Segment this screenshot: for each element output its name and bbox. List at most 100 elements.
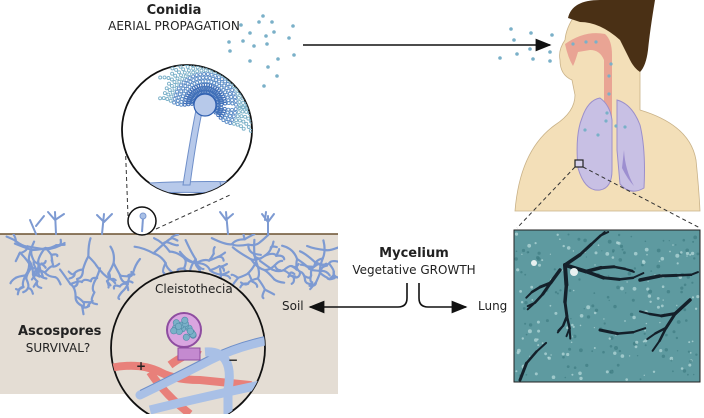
arrow-to-lung <box>419 283 466 307</box>
tissue-texture <box>690 352 692 354</box>
airborne-spore <box>241 39 245 43</box>
tissue-texture <box>675 254 679 258</box>
conidium <box>252 108 255 111</box>
tissue-texture <box>571 374 573 376</box>
conidium <box>233 74 236 77</box>
tissue-texture <box>524 274 526 276</box>
tissue-texture <box>587 315 590 318</box>
tissue-texture <box>665 334 668 337</box>
conidium <box>237 78 240 81</box>
tissue-texture <box>542 342 544 344</box>
tissue-texture <box>567 246 571 250</box>
conidium <box>252 83 255 86</box>
tissue-texture <box>541 259 543 261</box>
mating-type-plus: + <box>136 359 146 373</box>
mating-type-minus: − <box>228 353 238 367</box>
tissue-texture <box>568 234 570 236</box>
tissue-texture <box>634 252 638 256</box>
tissue-texture <box>632 316 635 319</box>
conidium <box>256 102 259 105</box>
tissue-texture <box>692 296 694 298</box>
airborne-spore <box>275 74 279 78</box>
tissue-texture <box>594 327 595 328</box>
tissue-texture <box>586 305 590 309</box>
conidium <box>210 66 213 69</box>
conidia-subtitle: AERIAL PROPAGATION <box>74 19 274 33</box>
tissue-texture <box>605 252 609 256</box>
tissue-texture <box>644 330 646 332</box>
hypha-stain <box>601 267 614 268</box>
tissue-texture <box>672 244 674 246</box>
tissue-texture <box>643 341 645 343</box>
airborne-spore <box>248 59 252 63</box>
tissue-texture <box>550 305 552 307</box>
hypha-segment <box>351 240 359 242</box>
tissue-texture <box>519 290 522 293</box>
tissue-texture <box>644 375 645 376</box>
ascospore <box>183 334 189 340</box>
tissue-texture <box>640 378 642 380</box>
conidium <box>211 59 214 62</box>
tissue-texture <box>686 255 687 256</box>
tissue-texture <box>631 236 633 238</box>
tissue-texture <box>568 348 571 351</box>
conidium <box>195 52 198 55</box>
tissue-texture <box>672 370 674 372</box>
lung-histology-micrograph[interactable] <box>514 230 700 382</box>
airborne-spore <box>292 53 296 57</box>
conidium <box>206 62 209 65</box>
hypha-segment <box>232 244 249 245</box>
tissue-texture <box>635 345 638 348</box>
tissue-texture <box>688 341 690 343</box>
spore-vacuole <box>570 268 578 276</box>
tissue-texture <box>677 262 679 264</box>
tissue-texture <box>610 370 614 374</box>
tissue-texture <box>535 372 538 375</box>
hypha-segment <box>252 227 254 234</box>
tissue-texture <box>524 323 526 325</box>
conidium <box>172 62 175 65</box>
tissue-texture <box>537 257 541 261</box>
conidium <box>240 82 243 85</box>
tissue-texture <box>522 249 525 252</box>
tissue-texture <box>522 337 524 339</box>
tissue-texture <box>649 301 651 303</box>
tissue-texture <box>616 286 620 290</box>
conidium <box>239 75 242 78</box>
tissue-texture <box>528 251 530 253</box>
tissue-texture <box>546 319 549 322</box>
tissue-texture <box>578 372 582 376</box>
tissue-texture <box>591 304 594 307</box>
tissue-texture <box>688 364 691 367</box>
tissue-texture <box>527 244 531 248</box>
airborne-spore <box>548 50 552 54</box>
conidium <box>223 71 226 74</box>
tissue-texture <box>670 360 672 362</box>
tissue-texture <box>544 352 547 355</box>
ascospore <box>182 317 188 323</box>
airborne-spore <box>528 47 532 51</box>
tissue-texture <box>526 334 528 336</box>
airborne-spore <box>512 38 516 42</box>
tissue-texture <box>573 290 575 292</box>
conidiophore-magnified <box>120 52 259 196</box>
tissue-texture <box>693 236 697 240</box>
tissue-texture <box>684 284 687 287</box>
tissue-texture <box>538 252 541 255</box>
tissue-texture <box>607 296 610 299</box>
tissue-texture <box>695 354 697 356</box>
airborne-spore <box>227 40 231 44</box>
tissue-texture <box>617 364 620 367</box>
tissue-texture <box>663 240 665 242</box>
tissue-texture <box>669 251 671 253</box>
conidium <box>242 87 245 90</box>
tissue-texture <box>614 346 618 350</box>
tissue-texture <box>571 324 574 327</box>
airborne-spore <box>262 84 266 88</box>
tissue-texture <box>594 264 595 265</box>
tissue-texture <box>554 312 557 315</box>
conidium <box>221 58 224 61</box>
tissue-texture <box>537 321 540 324</box>
airborne-spore <box>261 14 265 18</box>
